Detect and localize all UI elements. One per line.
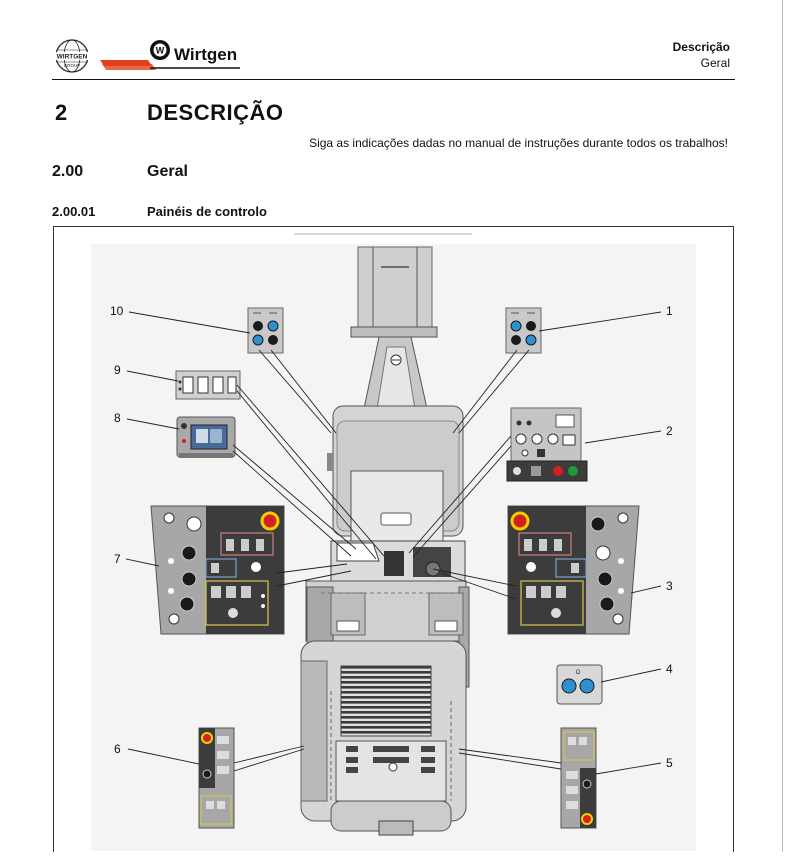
panel-10-blue-buttons (247, 307, 284, 354)
callout-8: 8 (114, 411, 121, 425)
chapter-title: DESCRIÇÃO (147, 100, 284, 125)
chapter-number: 2 (55, 100, 68, 125)
brand-logo-text: Wirtgen (174, 45, 237, 64)
header-subsection: Geral (700, 56, 730, 70)
callout-2: 2 (666, 424, 673, 438)
group-logo-text-2: GROUP (64, 63, 81, 68)
wirtgen-group-logo: WIRTGEN GROUP (54, 38, 90, 74)
group-logo-text-1: WIRTGEN (57, 54, 88, 61)
machine-body (300, 405, 470, 836)
control-panels-figure: Ω (53, 226, 734, 852)
panel-5-side-strip (560, 727, 597, 829)
machine-diagram: Ω (91, 233, 696, 851)
header-rule (52, 79, 735, 80)
svg-text:Ω: Ω (576, 670, 581, 676)
section-title: Geral (147, 163, 188, 180)
panel-7-left-console (150, 505, 285, 635)
callout-4: 4 (666, 662, 673, 676)
panel-1-blue-buttons (505, 307, 542, 354)
header-section: Descrição (672, 40, 730, 54)
callout-3: 3 (666, 579, 673, 593)
chapter-note: Siga as indicações dadas no manual de in… (309, 136, 728, 150)
panel-6-side-strip (198, 727, 235, 829)
callout-9: 9 (114, 363, 121, 377)
panel-3-right-console (507, 505, 640, 635)
callout-10: 10 (110, 304, 124, 318)
panel-2-control-box (506, 407, 588, 482)
panel-8-display (176, 416, 236, 458)
subsection-number: 2.00.01 (52, 204, 96, 219)
callout-7: 7 (114, 552, 121, 566)
callout-6: 6 (114, 742, 121, 756)
subsection-title: Painéis de controlo (147, 204, 267, 219)
wirtgen-brand-logo: W Wirtgen (100, 38, 250, 72)
panel-9-switch-strip (175, 370, 241, 400)
leader-lines (125, 311, 662, 775)
callout-1: 1 (666, 304, 673, 318)
panel-4-blue-buttons: Ω (556, 664, 603, 705)
svg-text:W: W (156, 46, 165, 56)
callout-5: 5 (666, 756, 673, 770)
page-edge-rule (782, 0, 783, 852)
section-number: 2.00 (52, 163, 84, 180)
